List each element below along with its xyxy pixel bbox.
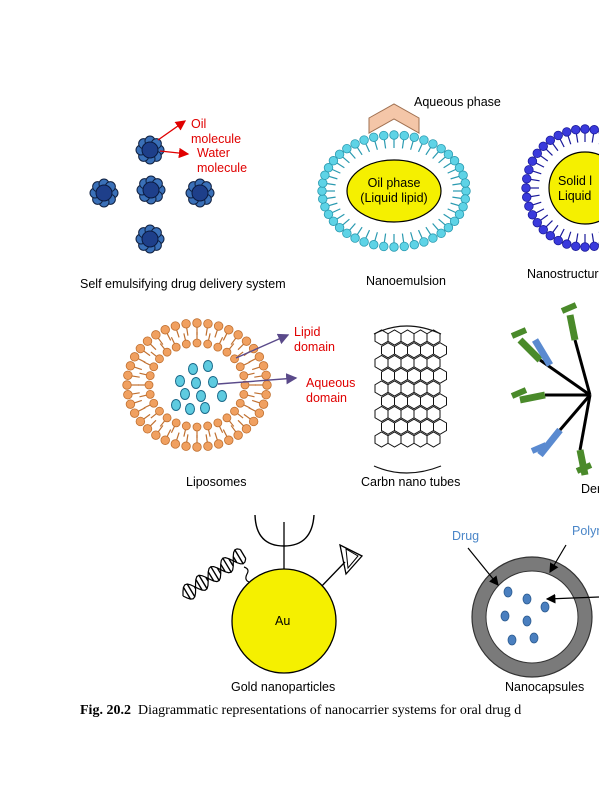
sedds-diagram — [89, 135, 215, 254]
sedds-label: Self emulsifying drug delivery system — [80, 277, 286, 291]
dendrimer-label: Der — [581, 482, 599, 496]
liposome-diagram — [122, 318, 272, 452]
ligand-triangle — [339, 543, 364, 576]
liposomes-label: Liposomes — [186, 475, 247, 489]
nlc-core-label: Solid l Liquid — [558, 174, 593, 203]
cnt-label: Carbn nano tubes — [361, 475, 461, 489]
dendrimer-diagram — [510, 302, 593, 476]
nanocapsules-label: Nanocapsules — [505, 680, 585, 694]
oil-molecule-label: Oil molecule — [191, 117, 242, 146]
oil-arrow — [157, 120, 187, 141]
polymer-arrow — [549, 544, 567, 574]
aqueous-phase-label: Aqueous phase — [414, 95, 501, 109]
au-label: Au — [275, 614, 291, 628]
gold-core — [231, 568, 337, 674]
water-molecule-label: Water molecule — [197, 146, 248, 175]
lipid-arrow — [235, 333, 290, 359]
gold-label: Gold nanoparticles — [231, 680, 336, 694]
antibody-cup — [254, 514, 315, 547]
drug-label: Drug — [452, 529, 480, 543]
aqueous-domain-label: Aqueous domain — [306, 376, 356, 405]
capsule-core — [485, 570, 579, 664]
drug-arrow — [467, 547, 499, 586]
polymer-label: Polyn — [572, 524, 599, 538]
figure-caption: Fig. 20.2 Diagrammatic representations o… — [80, 703, 521, 719]
water-arrow — [159, 147, 190, 159]
figure-number: Fig. 20.2 — [80, 703, 131, 718]
nanoemulsion-diagram — [317, 103, 471, 252]
oil-core — [346, 159, 442, 223]
caption-text: Diagrammatic representations of nanocarr… — [137, 703, 522, 718]
aqueous-arrow — [217, 373, 298, 385]
gold-nanoparticle-diagram — [182, 514, 364, 674]
nlc-core — [548, 151, 599, 225]
nanoemulsion-label: Nanoemulsion — [366, 274, 446, 288]
oil-phase-label: Oil phase (Liquid lipid) — [360, 176, 428, 205]
carbon-nanotube-diagram — [373, 325, 447, 474]
nanocapsule-diagram — [467, 544, 599, 678]
dna-strand — [182, 548, 247, 600]
lipid-domain-label: Lipid domain — [294, 325, 335, 354]
nlc-label: Nanostructur — [527, 267, 599, 281]
nlc-diagram — [521, 124, 599, 252]
